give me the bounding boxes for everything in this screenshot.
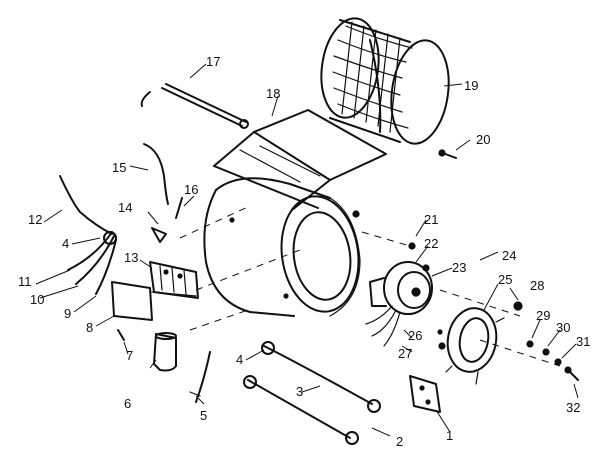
callout-6: 6 bbox=[124, 396, 131, 411]
small-hardware bbox=[408, 242, 579, 381]
callout-3: 3 bbox=[296, 384, 303, 399]
callout-25: 25 bbox=[498, 272, 512, 287]
blower-wheel bbox=[320, 17, 450, 145]
callout-29: 29 bbox=[536, 308, 550, 323]
callout-16: 16 bbox=[184, 182, 198, 197]
callout-labels: 1 2 3 4 4 5 6 7 8 9 10 11 12 13 14 15 16… bbox=[18, 54, 590, 449]
callout-12: 12 bbox=[28, 212, 42, 227]
callout-15: 15 bbox=[112, 160, 126, 175]
callout-23: 23 bbox=[452, 260, 466, 275]
callout-7: 7 bbox=[126, 348, 133, 363]
clip-15 bbox=[143, 143, 169, 205]
wire-harness bbox=[59, 175, 117, 295]
motor-arm-lower bbox=[243, 375, 359, 445]
callout-9: 9 bbox=[64, 306, 71, 321]
callout-19: 19 bbox=[464, 78, 478, 93]
capacitor-6 bbox=[153, 332, 177, 372]
callout-13: 13 bbox=[124, 250, 138, 265]
callout-24: 24 bbox=[502, 248, 516, 263]
callout-11: 11 bbox=[18, 274, 32, 289]
callout-28: 28 bbox=[530, 278, 544, 293]
callout-22: 22 bbox=[424, 236, 438, 251]
callout-21: 21 bbox=[424, 212, 438, 227]
motor-mount-ring bbox=[445, 307, 505, 385]
leader-lines bbox=[35, 63, 579, 437]
callout-4-lower: 4 bbox=[236, 352, 243, 367]
callout-14: 14 bbox=[118, 200, 132, 215]
assembly-centerlines bbox=[179, 205, 561, 367]
callout-1: 1 bbox=[446, 428, 453, 443]
callout-8: 8 bbox=[86, 320, 93, 335]
callout-17: 17 bbox=[206, 54, 220, 69]
relay-13 bbox=[149, 261, 199, 299]
blower-motor bbox=[365, 261, 433, 347]
callout-2: 2 bbox=[396, 434, 403, 449]
callout-31: 31 bbox=[576, 334, 590, 349]
callout-27: 27 bbox=[398, 346, 412, 361]
blower-housing bbox=[203, 177, 361, 317]
upper-support-bar bbox=[140, 83, 249, 129]
callout-18: 18 bbox=[266, 86, 280, 101]
bracket-1 bbox=[409, 375, 441, 413]
callout-32: 32 bbox=[566, 400, 580, 415]
strap-5 bbox=[189, 351, 211, 403]
bracket-14 bbox=[151, 227, 167, 243]
callout-26: 26 bbox=[408, 328, 422, 343]
callout-20: 20 bbox=[476, 132, 490, 147]
callout-4-upper: 4 bbox=[62, 236, 69, 251]
bolt-20 bbox=[438, 149, 457, 159]
callout-30: 30 bbox=[556, 320, 570, 335]
screw-16 bbox=[175, 197, 183, 219]
callout-5: 5 bbox=[200, 408, 207, 423]
motor-arm-upper bbox=[261, 341, 381, 413]
screw-7 bbox=[117, 329, 125, 341]
callout-10: 10 bbox=[30, 292, 44, 307]
plate-8 bbox=[111, 281, 197, 321]
